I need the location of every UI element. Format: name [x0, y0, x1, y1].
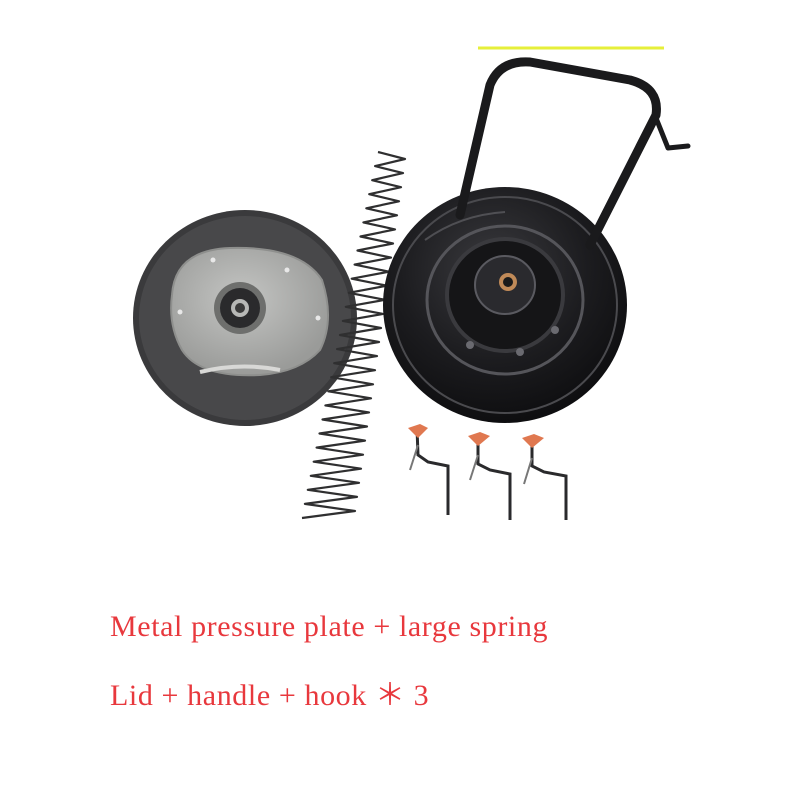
lid	[383, 187, 627, 423]
caption-line-2: Lid + handle + hook ＊ 3	[110, 679, 430, 712]
caption-line-1: Metal pressure plate + large spring	[110, 610, 549, 643]
hook	[408, 424, 450, 515]
hook	[468, 432, 512, 520]
handle	[455, 57, 691, 250]
pressure-plate	[133, 210, 357, 426]
hook	[522, 434, 568, 520]
large-spring	[301, 150, 407, 520]
